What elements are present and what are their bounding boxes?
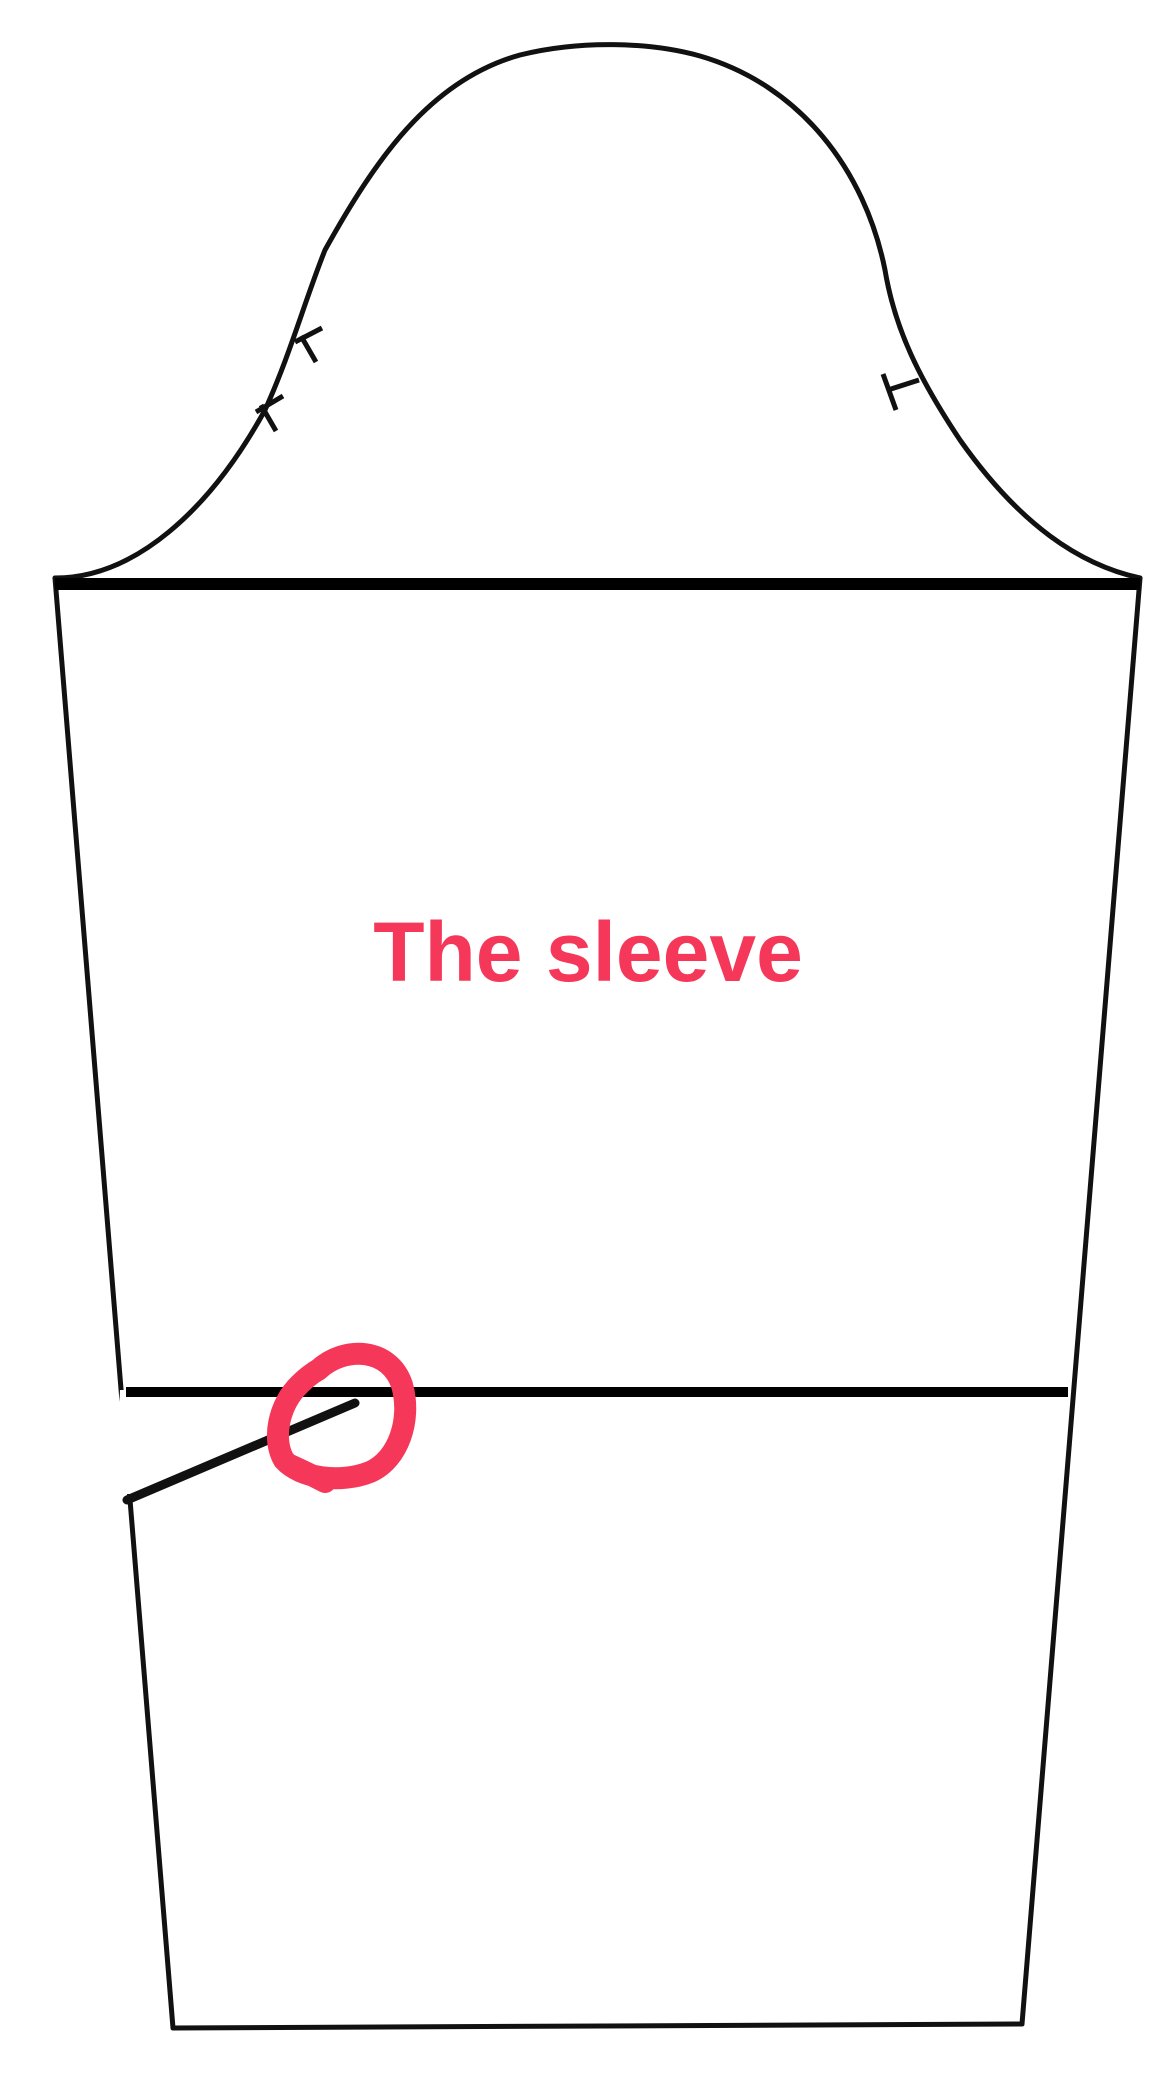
elbow-dart-leg [122,1398,360,1505]
elbow-dart-opening [116,1390,136,1494]
sleeve-label: The sleeve [373,905,803,999]
sleeve-cap-curve [52,42,1143,581]
front-double-notch [254,325,324,433]
sleeve-body-outline [52,575,1143,2031]
dart-point-highlight-circle [267,1342,417,1493]
back-single-notch [880,373,920,411]
